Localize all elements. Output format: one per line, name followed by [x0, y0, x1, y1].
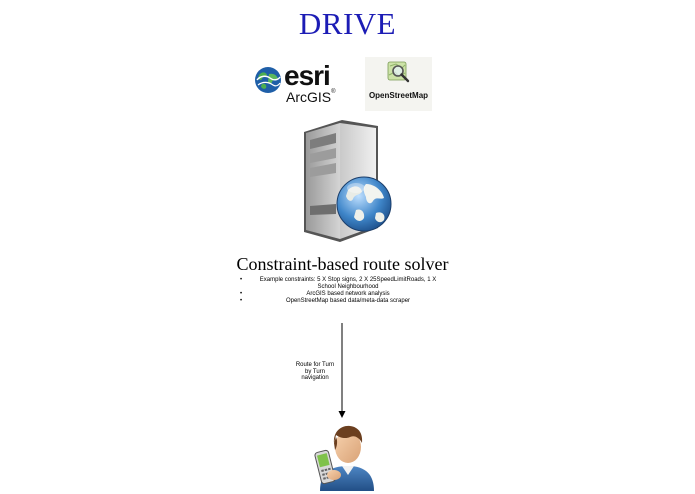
solver-heading: Constraint-based route solver — [236, 254, 449, 274]
bullet-item: Example constraints: 5 X Stop signs, 2 X… — [240, 277, 444, 291]
esri-arcgis-logo: esri ArcGIS® — [254, 60, 338, 110]
openstreetmap-logo: OpenStreetMap — [365, 57, 432, 111]
route-label-line: by Turn — [304, 368, 325, 375]
esri-wordmark: esri — [284, 60, 331, 91]
osm-name: OpenStreetMap — [368, 91, 429, 100]
route-label-line: navigation — [301, 375, 329, 381]
arcgis-label: ArcGIS — [286, 89, 332, 105]
route-label-line: Route for Turn — [295, 362, 335, 368]
trademark-mark: ® — [331, 89, 336, 95]
esri-globe-icon — [255, 67, 281, 93]
osm-magnifier-icon — [387, 61, 410, 83]
bullet-item: OpenStreetMap based data/meta-data scrap… — [240, 298, 444, 305]
diagram-title: DRIVE — [298, 6, 397, 41]
solver-bullet-list: Example constraints: 5 X Stop signs, 2 X… — [240, 277, 444, 305]
arcgis-wordmark: ArcGIS® — [286, 89, 336, 105]
route-label: Route for Turn by Turn navigation — [289, 362, 341, 382]
bullet-item: ArcGIS based network analysis — [240, 291, 444, 298]
route-arrow — [338, 323, 346, 418]
user-phone-icon — [314, 425, 374, 491]
server-globe-icon — [304, 120, 392, 242]
